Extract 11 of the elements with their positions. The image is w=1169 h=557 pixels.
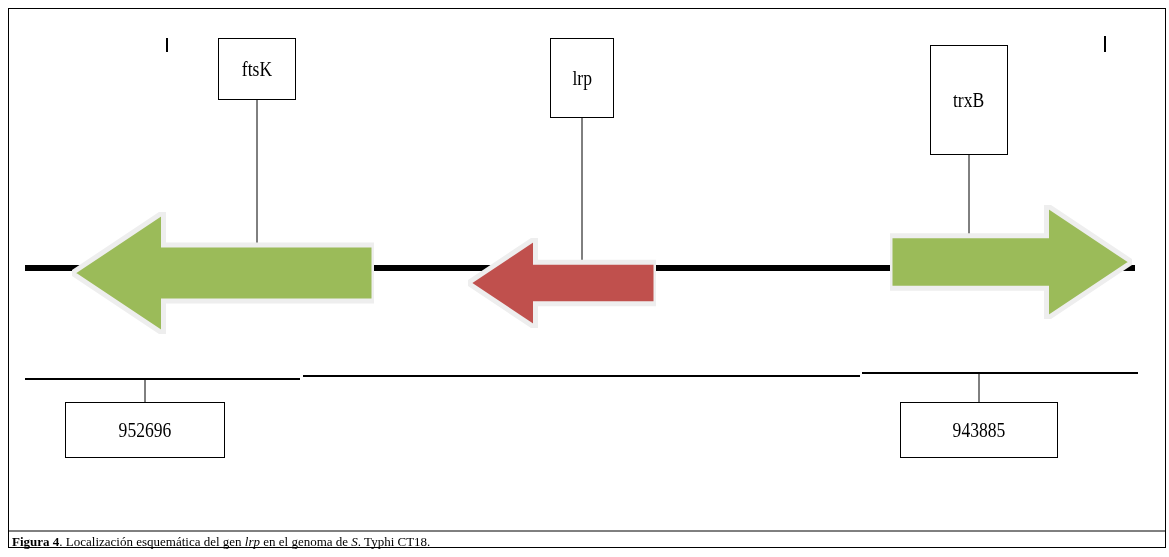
gene-arrow <box>468 238 656 328</box>
gene-arrow <box>72 212 374 334</box>
gene-name-box: lrp <box>550 38 614 118</box>
position-box: 943885 <box>900 402 1058 458</box>
gene-name-box: ftsK <box>218 38 296 100</box>
gene-arrow <box>890 205 1132 319</box>
leader-line <box>144 378 146 403</box>
leader-line <box>978 372 980 403</box>
position-box: 952696 <box>65 402 225 458</box>
figure-caption: Figura 4. Localización esquemática del gen lrp en el genoma de S. Typhi CT18. <box>12 534 431 550</box>
gene-name-box: trxB <box>930 45 1008 155</box>
